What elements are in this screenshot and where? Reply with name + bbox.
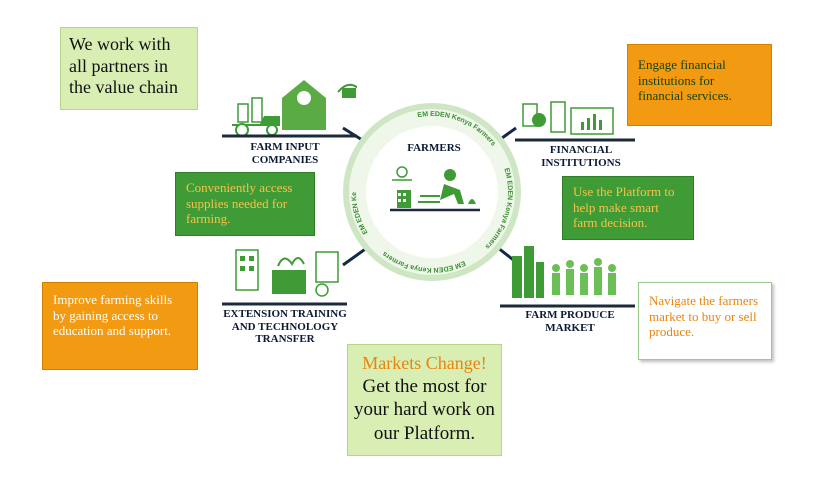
markets-change-title: Markets Change! xyxy=(362,353,487,373)
farmers-label: FARMERS xyxy=(407,142,461,154)
training-board-icon xyxy=(222,249,347,306)
farmhouse-icon xyxy=(222,80,357,138)
financial-box: Engage financial institutions for financ… xyxy=(627,44,772,126)
extension-label: EXTENSION TRAINING AND TECHNOLOGY TRANSF… xyxy=(223,308,347,346)
platform-box: Use the Platform to help make smart farm… xyxy=(562,176,694,240)
bank-chart-icon xyxy=(515,101,635,142)
markets-change-box: Markets Change! Get the most for your ha… xyxy=(347,344,502,456)
farmer-planting-icon xyxy=(390,166,480,212)
farmers-hub: EM EDEN Kenya Farmers EM EDEN Kenya Farm… xyxy=(340,100,521,281)
extension-box: Improve farming skills by gaining access… xyxy=(42,282,198,370)
markets-change-body: Get the most for your hard work on our P… xyxy=(354,375,495,445)
market-label: FARM PRODUCE MARKET xyxy=(525,309,615,334)
market-box: Navigate the farmers market to buy or se… xyxy=(638,282,772,360)
farm-input-label: FARM INPUT COMPANIES xyxy=(250,141,320,166)
market-crowd-icon xyxy=(500,246,635,308)
farm-input-box: Conveniently access supplies needed for … xyxy=(175,172,315,236)
financial-label: FINANCIAL INSTITUTIONS xyxy=(541,144,621,169)
intro-box: We work with all partners in the value c… xyxy=(60,27,198,110)
